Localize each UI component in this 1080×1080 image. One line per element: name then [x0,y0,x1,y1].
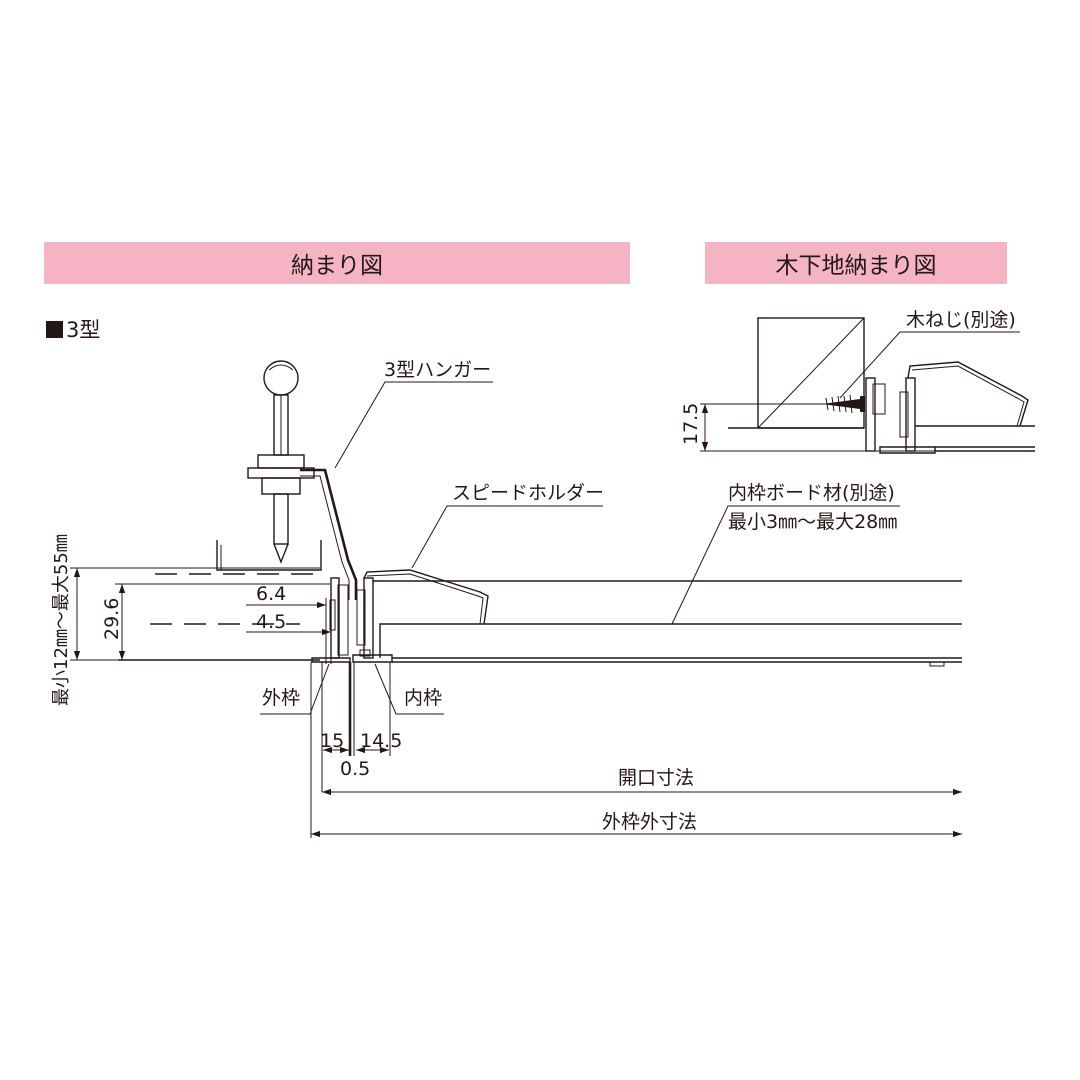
hanger-callout: 3型ハンガー [384,359,491,381]
wood-detail: 17.5 木ねじ(別途) [680,309,1035,454]
wood-diagram-banner: 木下地納まり図 [705,242,1007,284]
wood-screw-leader [839,331,1020,399]
inner-frame-callout: 内枠 [404,687,442,709]
hanger-bolt [247,360,315,564]
wood-diagram-title: 木下地納まり図 [775,253,937,279]
d1-label: 6.4 [256,583,286,605]
hanger-leader [334,381,493,469]
type-label-text: 3型 [66,318,101,342]
ceiling-channel [216,540,322,571]
outer-size-label: 外枠外寸法 [602,811,697,833]
inner-board-callout: 内枠ボード材(別途) [728,482,895,504]
inner-frame-profile [352,577,393,663]
d2-label: 4.5 [256,611,286,633]
w-inner-label: 14.5 [360,730,402,752]
w-outer-label: 15 [320,730,344,752]
wood-speed-holder [907,361,1029,427]
speed-holder-leader [411,505,603,569]
height-label: 29.6 [101,598,123,640]
wood-screw-icon [822,394,865,414]
outer-frame-callout: 外枠 [262,687,300,709]
speed-holder-callout: スピードホルダー [452,482,604,504]
speed-holder-spring [363,569,489,625]
opening-label: 開口寸法 [618,767,694,789]
main-diagram-banner: 納まり図 [44,242,630,284]
inner-board-leader [671,505,900,625]
wood-screw-callout: 木ねじ(別途) [906,309,1016,331]
wood-height-label: 17.5 [680,403,702,445]
square-bullet-icon [46,320,63,338]
ceiling-range-label: 最小12㎜～最大55㎜ [51,534,72,706]
outer-frame-leader [260,663,330,715]
hanger-rod [300,468,358,600]
main-diagram-title: 納まり図 [291,253,383,279]
w-gap-label: 0.5 [340,758,370,780]
type-label: 3型 [46,314,100,344]
inner-board-range: 最小3㎜～最大28㎜ [728,511,897,533]
inner-board [379,623,962,658]
inner-frame-leader [374,663,444,715]
